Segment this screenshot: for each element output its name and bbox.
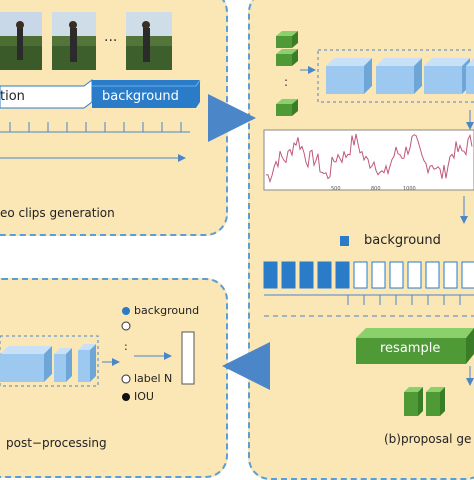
actionness-curve bbox=[265, 133, 473, 184]
legend-c-dots: : bbox=[124, 340, 128, 353]
feature-cube bbox=[424, 58, 470, 94]
output-cube-1 bbox=[404, 387, 423, 416]
panel-a-caption: eo clips generation bbox=[0, 206, 115, 220]
background-box bbox=[335, 261, 350, 289]
segment-action-label: tion bbox=[0, 89, 25, 104]
video-frame-3 bbox=[126, 12, 172, 70]
background-box bbox=[263, 261, 278, 289]
empty-box bbox=[371, 261, 386, 289]
empty-box bbox=[425, 261, 440, 289]
feature-cubes bbox=[326, 58, 474, 94]
resample-label: resample bbox=[380, 341, 441, 356]
background-box bbox=[299, 261, 314, 289]
output-vector bbox=[181, 331, 195, 385]
legend-background-label: background bbox=[364, 233, 441, 248]
feature-cube bbox=[466, 58, 474, 94]
classifier-cube-2 bbox=[54, 348, 72, 382]
empty-box bbox=[461, 261, 474, 289]
classifier-cube-3 bbox=[78, 344, 96, 382]
panel-c-caption: post−processing bbox=[6, 436, 107, 450]
cube-dots: : bbox=[284, 75, 288, 89]
feature-cube bbox=[326, 58, 372, 94]
green-cube-3 bbox=[276, 99, 298, 116]
legend-empty-dot bbox=[121, 321, 131, 331]
green-cube-2 bbox=[276, 49, 298, 66]
plot-tick-1000: 1000 bbox=[403, 186, 416, 192]
timeline-ticks bbox=[9, 122, 182, 132]
legend-label-dot bbox=[121, 374, 131, 384]
proposal-sequence bbox=[263, 261, 474, 289]
empty-box bbox=[389, 261, 404, 289]
actionness-plot bbox=[263, 129, 474, 191]
empty-box bbox=[353, 261, 368, 289]
output-cube-2 bbox=[426, 387, 445, 416]
legend-c-iou: IOU bbox=[134, 390, 154, 403]
empty-box bbox=[407, 261, 422, 289]
segment-background-bar bbox=[92, 80, 200, 108]
legend-c-label: label bbox=[134, 372, 161, 385]
sequence-ticks bbox=[347, 295, 461, 305]
legend-iou-dot bbox=[122, 393, 130, 401]
classifier-box bbox=[0, 335, 99, 387]
legend-background-swatch bbox=[340, 236, 349, 246]
panel-b-caption: (b)proposal ge bbox=[384, 432, 472, 446]
resample-block bbox=[356, 328, 474, 364]
background-box bbox=[281, 261, 296, 289]
plot-tick-500: 500 bbox=[331, 186, 341, 192]
legend-c-background: background bbox=[134, 304, 200, 317]
feature-extractor-box bbox=[317, 49, 474, 103]
plot-tick-800: 800 bbox=[371, 186, 381, 192]
green-cube-1 bbox=[276, 31, 298, 48]
video-frame-1 bbox=[0, 12, 42, 70]
classifier-cube-1 bbox=[0, 346, 52, 382]
frame-dots: ··· bbox=[104, 33, 117, 49]
empty-box bbox=[443, 261, 458, 289]
video-frame-2 bbox=[52, 12, 96, 70]
legend-background-dot bbox=[122, 307, 130, 315]
legend-c-n: N bbox=[164, 372, 173, 385]
segment-background-label: background bbox=[102, 89, 179, 104]
feature-cube bbox=[376, 58, 422, 94]
background-box bbox=[317, 261, 332, 289]
